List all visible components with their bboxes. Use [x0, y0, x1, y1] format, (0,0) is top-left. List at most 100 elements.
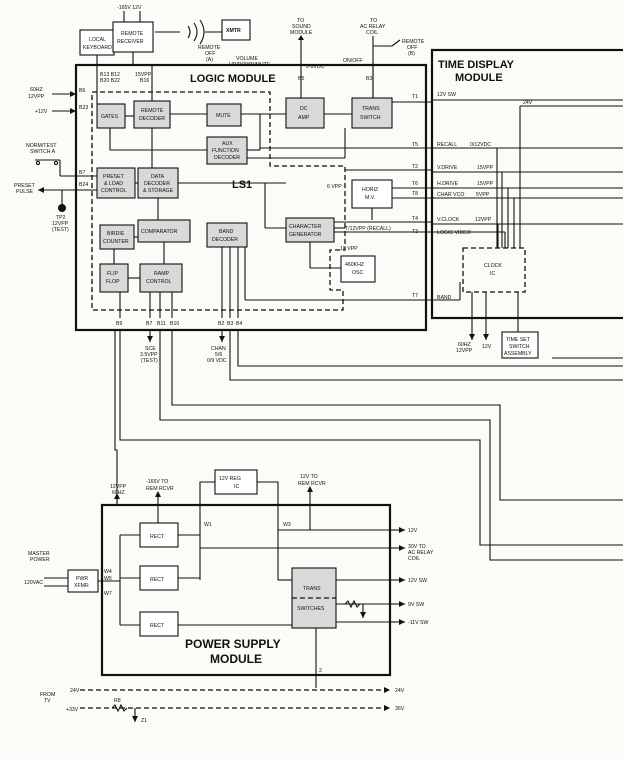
label-b3: B3: [366, 76, 372, 82]
label-v24: 24V: [523, 100, 533, 106]
clock-ic-block: CLOCK IC: [462, 247, 526, 293]
trans-switches-block: TRANS SWITCHES: [291, 567, 337, 629]
label-reg-12v-2: IC: [234, 484, 239, 490]
rect-block-1: RECT: [139, 522, 179, 548]
label-t4-val: 12VPP: [475, 217, 492, 223]
logic-to-display-bus: [260, 99, 623, 301]
label-out-12v-sw: 12V SW: [408, 578, 427, 584]
label-character-generator-1: CHARACTER: [289, 224, 322, 230]
label-trans-switches-2: SWITCHES: [297, 606, 325, 612]
label-pwr-xfmr-2: XFMR: [74, 583, 89, 589]
label-band-decoder-1: BAND: [219, 229, 234, 235]
label-rect: RECT: [150, 623, 165, 629]
power-supply-title-1: POWER SUPPLY: [185, 637, 281, 651]
label-time-set-1: TIME SET: [506, 337, 531, 343]
label-preset-load-3: CONTROL: [101, 188, 126, 194]
label-b23: B23: [79, 105, 88, 111]
label-dc-amp-2: AMP: [298, 115, 310, 121]
label-dc-amp-1: DC: [300, 106, 308, 112]
label-sce-3: (TEST): [141, 358, 158, 364]
label-sce-2: 3.5VPP: [140, 352, 158, 358]
label-remote-decoder-1: REMOTE: [141, 108, 164, 114]
label-out-36v: 36V: [395, 706, 405, 712]
label-time-set-3: ASSEMBLY: [504, 351, 532, 357]
label-gates: GATES: [101, 114, 119, 120]
label-out-30v-2: AC RELAY: [408, 550, 434, 556]
pwr-xfmr-block: PWR XFMR: [67, 569, 99, 593]
label-vpp10: 10 VPP: [340, 246, 358, 252]
label-out-12v: 12V: [408, 528, 418, 534]
label-t2-val: 15VPP: [477, 165, 494, 171]
label-from-tv-2: TV: [44, 698, 51, 704]
label-master-power-2: POWER: [30, 557, 50, 563]
xmtr-block: XMTR: [221, 19, 251, 41]
label-preset-pulse-2: PULSE: [16, 189, 34, 195]
label-birdie-counter-2: COUNTER: [103, 239, 129, 245]
label-comparator: COMPARATOR: [141, 229, 178, 235]
label-vpp6: 6 VPP: [327, 184, 342, 190]
aux-function-decoder-block: AUX FUNCTION DECODER: [206, 136, 248, 165]
label-ramp-control-1: RAMP: [154, 271, 170, 277]
label-from-tv-1: FROM: [40, 692, 55, 698]
power-supply-wiring: [178, 530, 390, 688]
label-b11: B11: [157, 321, 166, 327]
label-t6-val: 15VPP: [477, 181, 494, 187]
label-t1-sig: 12V SW: [437, 92, 456, 98]
label-to-sound-3: MODULE: [290, 30, 313, 36]
label-b9: B9: [116, 321, 122, 327]
time-display-module: TIME DISPLAY MODULE: [430, 48, 623, 320]
label-t5-val: 0/12VDC: [470, 142, 491, 148]
label-ps-12vpp-2: 60HZ: [112, 490, 125, 496]
comparator-block: COMPARATOR: [137, 219, 191, 243]
label-to-ac-relay-3: COIL: [366, 30, 378, 36]
label-node-2: 2: [319, 668, 322, 674]
label-t5: T5: [412, 142, 418, 148]
osc-460khz-block: 460KHZ OSC: [340, 255, 376, 283]
label-b6: B6: [79, 88, 85, 94]
label-ps-165-1: -165V TO: [146, 479, 168, 485]
remote-receiver-block: REMOTE RECEIVER: [112, 21, 154, 53]
label-band-decoder-2: DECODER: [212, 237, 238, 243]
label-z-label: Z1: [141, 718, 147, 724]
label-horiz-mv-1: HORIZ: [362, 187, 378, 193]
label-aux-function-2: FUNCTION: [212, 148, 239, 154]
logic-module-title: LOGIC MODULE: [190, 73, 276, 85]
label-remote-off-b-2: OFF: [407, 45, 417, 51]
label-remote-receiver-2: RECEIVER: [117, 39, 144, 45]
label-ps-165-2: REM RCVR: [146, 486, 174, 492]
remote-decoder-block: REMOTE DECODER: [133, 100, 171, 129]
label-data-decoder-3: & STORAGE: [143, 188, 174, 194]
label-clk-60hz-1: 60HZ: [458, 342, 471, 348]
label-rect: RECT: [150, 577, 165, 583]
mute-block: MUTE: [206, 103, 242, 127]
label-remote-off-2: OFF: [205, 51, 215, 57]
dc-amp-block: DC AMP: [285, 97, 325, 129]
label-osc-460khz-2: OSC: [352, 270, 363, 276]
label-rect: RECT: [150, 534, 165, 540]
label-b16: B16: [140, 78, 149, 84]
label-volume-1: VOLUME: [236, 56, 258, 62]
label-remote-off-b-1: REMOTE: [402, 39, 425, 45]
rect-block-2: RECT: [139, 565, 179, 591]
label-chan-3: 0/9 VDC: [207, 358, 227, 364]
ramp-control-block: RAMP CONTROL: [139, 263, 183, 293]
label-trans-switch-2: SWITCH: [360, 115, 381, 121]
label-t3-sig1: T/12VPP (RECALL): [345, 226, 391, 232]
label-preset-pulse-1: PRESET: [14, 183, 36, 189]
label-t3-sig2: LOGIC VIDEO: [437, 230, 471, 236]
label-master-power-1: MASTER: [28, 551, 50, 557]
label-clock-ic-1: CLOCK: [484, 263, 502, 269]
label-b7: B7: [79, 170, 85, 176]
label-t4-sig: V.CLOCK: [437, 217, 460, 223]
label-preset-load-1: PRESET: [103, 174, 125, 180]
label-ps-12vpp-1: 12VPP: [110, 484, 127, 490]
power-supply-module: POWER SUPPLY MODULE: [100, 503, 392, 677]
trans-switch-block: TRANS SWITCH: [351, 97, 393, 129]
label-r-label: R8: [114, 698, 121, 704]
label-xmtr: XMTR: [226, 28, 241, 34]
label-b5: B5: [298, 76, 304, 82]
label-b4: B4: [236, 321, 242, 327]
label-in-33v: +33V: [66, 707, 79, 713]
label-w5: W5: [104, 576, 112, 582]
